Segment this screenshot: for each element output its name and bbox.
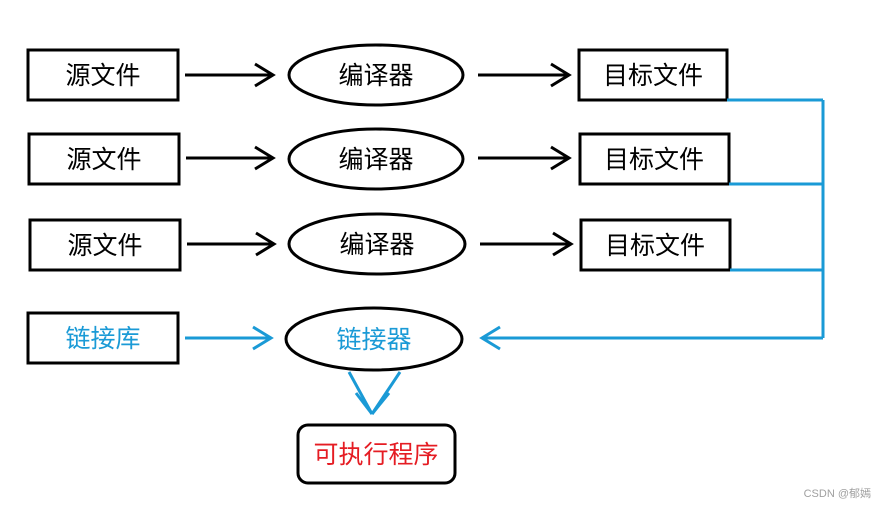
object-file-label-2: 目标文件 [604,145,704,174]
source-file-label-3: 源文件 [67,231,142,260]
compiler-label-3: 编译器 [339,230,414,259]
object-file-box-1 [577,48,729,102]
arrow-linker-to-executable [347,371,402,415]
source-file-box-1 [26,48,180,102]
linker-label: 链接器 [336,325,411,354]
library-label: 链接库 [65,324,140,353]
compiler-label-1: 编译器 [338,61,413,90]
source-file-label-2: 源文件 [66,145,141,174]
object-file-box-3 [579,218,732,272]
compiler-ellipse-1 [287,43,465,107]
object-to-linker-connector [479,98,825,351]
compiler-label-2: 编译器 [338,145,413,174]
source-file-box-2 [27,132,181,186]
source-file-box-3 [28,218,182,272]
arrow-source-to-compiler-3 [187,231,277,257]
arrow-compiler-to-object-3 [480,231,574,257]
linker-ellipse [284,306,464,372]
object-file-label-1: 目标文件 [603,61,703,90]
executable-box [296,423,457,485]
arrow-compiler-to-object-2 [478,145,572,171]
compiler-ellipse-3 [287,212,467,276]
executable-label: 可执行程序 [313,440,438,469]
compiler-ellipse-2 [287,127,465,191]
arrow-source-to-compiler-1 [185,62,276,88]
arrow-library-to-linker [185,325,274,351]
watermark: CSDN @郁嫣 [804,486,871,500]
source-file-label-1: 源文件 [65,61,140,90]
library-box [26,311,180,365]
object-file-box-2 [578,132,731,186]
arrow-compiler-to-object-1 [478,62,572,88]
object-file-label-3: 目标文件 [605,231,705,260]
arrow-source-to-compiler-2 [186,145,276,171]
